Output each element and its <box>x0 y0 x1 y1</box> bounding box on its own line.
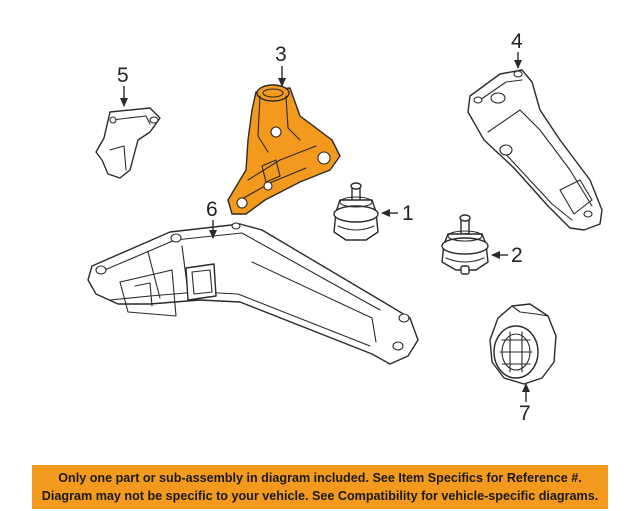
callout-7: 7 <box>519 402 531 425</box>
callout-4: 4 <box>511 30 523 53</box>
callout-3: 3 <box>275 43 287 66</box>
callout-1: 1 <box>402 202 414 225</box>
disclaimer-line-2: Diagram may not be specific to your vehi… <box>41 489 599 503</box>
callout-5: 5 <box>117 64 129 87</box>
disclaimer-line-1: Only one part or sub-assembly in diagram… <box>58 471 582 485</box>
bushing-part-7 <box>489 303 557 385</box>
mount-part-2 <box>441 214 489 275</box>
disclaimer-banner: Only one part or sub-assembly in diagram… <box>32 465 608 509</box>
mount-part-1 <box>333 182 379 241</box>
bracket-part-5 <box>95 107 161 179</box>
parts-diagram: 3 5 4 1 2 6 7 <box>87 30 603 425</box>
mount-bracket-part-3 <box>227 84 341 215</box>
support-arm-part-4 <box>467 69 603 231</box>
callout-6: 6 <box>206 198 218 221</box>
callout-2: 2 <box>511 244 523 267</box>
crossmember-part-6 <box>87 222 419 365</box>
callout-leaders <box>120 52 530 402</box>
